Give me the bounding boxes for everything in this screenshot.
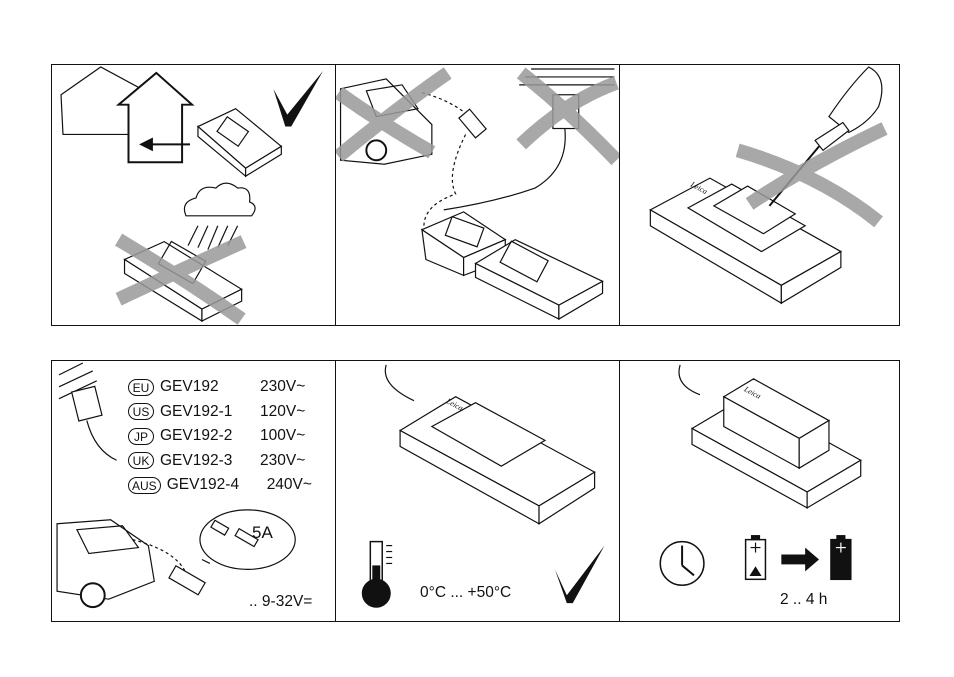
model-name: GEV192 [160,375,260,400]
model-row: US GEV192-1 120V~ [128,400,327,425]
panel-power-supply: EU GEV192 230V~ US GEV192-1 120V~ JP GEV… [52,361,335,621]
model-row: UK GEV192-3 230V~ [128,449,327,474]
panel-no-tools: Leica [619,65,899,325]
house-icon [61,67,192,162]
cigarette-plug-icon [169,566,205,595]
temperature-range: 0°C ... +50°C [420,584,511,602]
charging-time: 2 .. 4 h [780,591,827,609]
region-badge: AUS [128,477,161,494]
bottom-panel-row: EU GEV192 230V~ US GEV192-1 120V~ JP GEV… [51,360,900,622]
panel-temperature: Leica 0°C ... +50°C [335,361,619,621]
wall-adapter-icon [59,363,117,460]
check-icon [555,546,605,604]
charger-small-icon [198,109,281,176]
arrow-right-icon [781,548,819,572]
charger-large-icon: Leica [385,365,594,524]
thermometer-icon [362,542,392,607]
battery-full-icon [831,536,851,580]
model-voltage: 100V~ [260,424,320,449]
charger-large-icon: Leica [650,178,841,303]
rain-cloud-icon [184,183,255,249]
model-voltage-table: EU GEV192 230V~ US GEV192-1 120V~ JP GEV… [128,375,327,498]
panel-indoor-use [52,65,335,325]
model-row: JP GEV192-2 100V~ [128,424,327,449]
model-name: GEV192-4 [167,473,267,498]
model-voltage: 240V~ [267,473,327,498]
model-voltage: 120V~ [260,400,320,425]
charger-with-battery-icon: Leica [679,365,861,508]
model-row: EU GEV192 230V~ [128,375,327,400]
model-name: GEV192-1 [160,400,260,425]
region-badge: JP [128,428,154,445]
car-voltage-label: .. 9-32V= [249,593,312,611]
region-badge: EU [128,379,154,396]
check-icon [273,71,323,127]
model-name: GEV192-3 [160,449,260,474]
car-icon [57,520,154,607]
region-badge: US [128,403,154,420]
model-row: AUS GEV192-4 240V~ [128,473,327,498]
model-voltage: 230V~ [260,449,320,474]
panel-charging-time: Leica 2 .. 4 h [619,361,899,621]
model-voltage: 230V~ [260,375,320,400]
panel-no-direct-connection [335,65,619,325]
model-name: GEV192-2 [160,424,260,449]
top-panel-row: Leica [51,64,900,326]
clock-icon [660,542,704,586]
fuse-rating: 5A [252,523,273,543]
region-badge: UK [128,452,154,469]
battery-empty-icon [746,536,766,580]
fuse-callout-icon [200,510,295,570]
charger-icon [476,240,603,319]
